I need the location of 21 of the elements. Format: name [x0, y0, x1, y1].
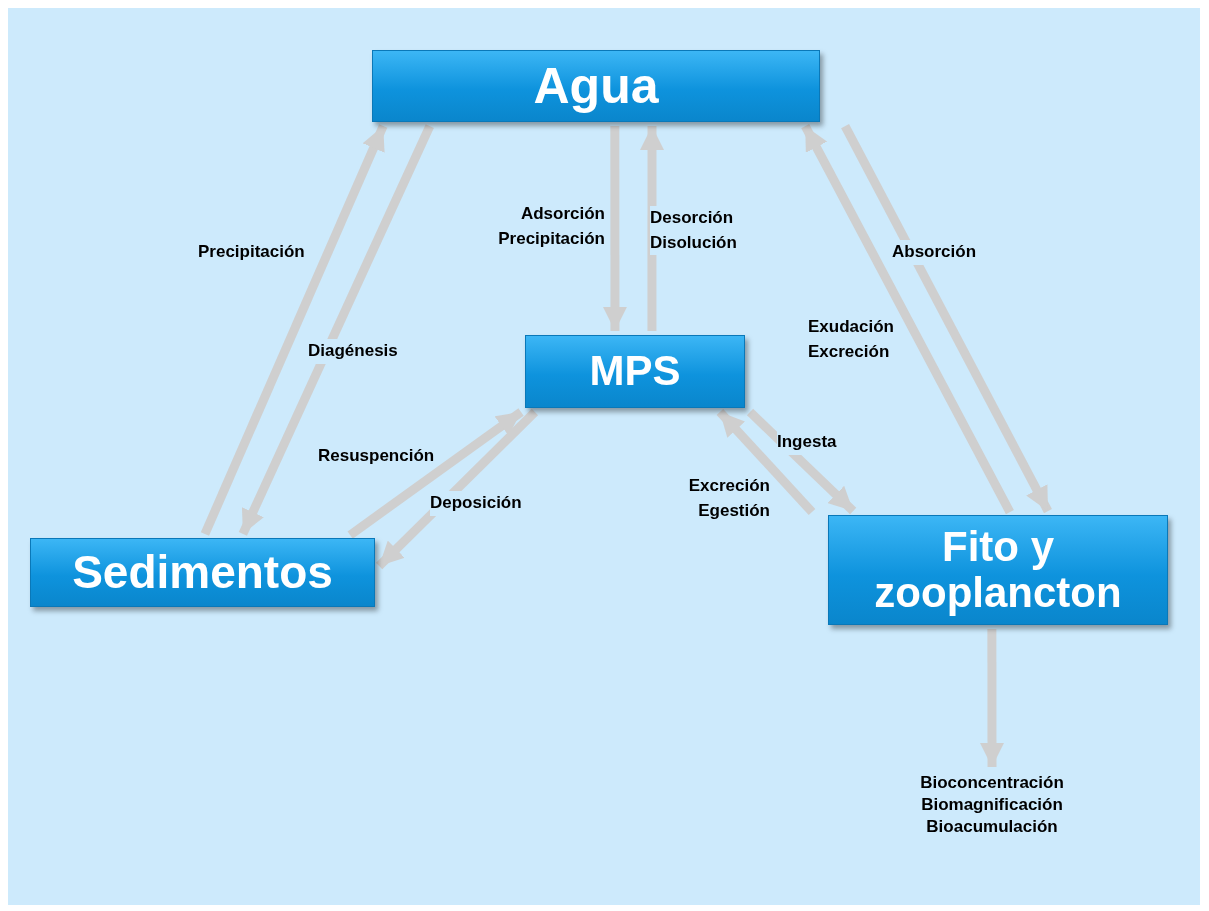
- process-box: Agua: [372, 50, 820, 122]
- arrow: [347, 408, 524, 539]
- arrow: [841, 123, 1052, 514]
- process-box: Fito y zooplancton: [828, 515, 1168, 625]
- edge-label: Absorción: [892, 240, 977, 265]
- outcome-text: Bioconcentración Biomagnificación Bioacumulación: [880, 770, 1104, 840]
- arrow: [980, 628, 1004, 767]
- arrow: [602, 126, 627, 331]
- process-box: MPS: [525, 335, 745, 408]
- arrow: [375, 408, 539, 570]
- arrow: [801, 123, 1014, 515]
- arrow: [716, 408, 816, 516]
- arrow: [746, 408, 857, 515]
- edge-label: Deposición: [430, 491, 522, 516]
- process-box: Sedimentos: [30, 538, 375, 607]
- arrow: [238, 124, 434, 536]
- arrow: [640, 126, 664, 331]
- arrow: [200, 124, 388, 536]
- edge-label: Ingesta: [777, 430, 837, 455]
- edge-label: Desorción Disolución: [650, 206, 737, 256]
- edge-label: Diagénesis: [308, 339, 398, 364]
